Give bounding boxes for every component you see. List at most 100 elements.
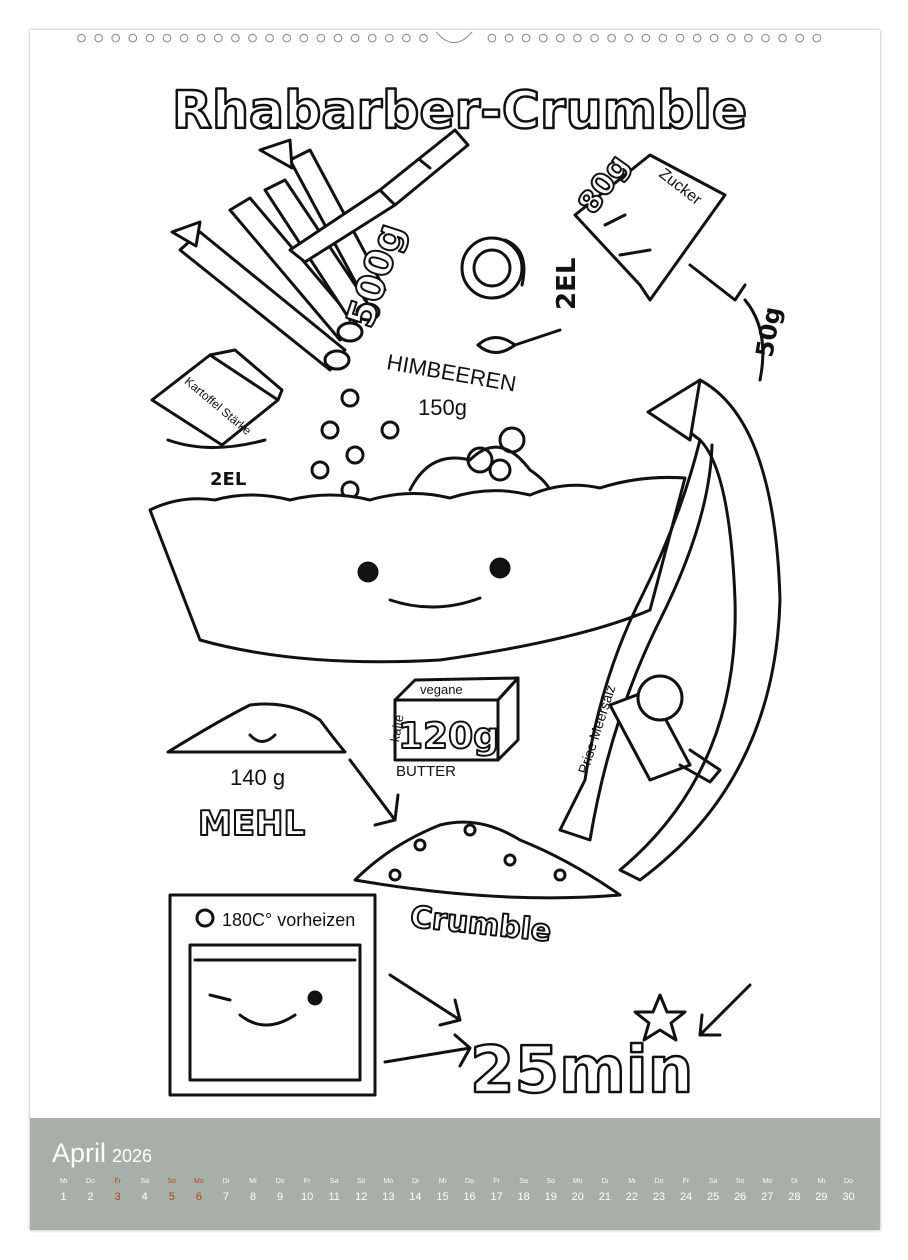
binding-hole bbox=[538, 33, 548, 43]
day-number: 2 bbox=[87, 1191, 94, 1203]
binding-hole bbox=[231, 33, 240, 43]
weekday-label: Di bbox=[412, 1178, 419, 1185]
weekday-label: Mi bbox=[628, 1178, 636, 1185]
binding-hole bbox=[726, 33, 736, 43]
weekday-label: Do bbox=[275, 1178, 285, 1185]
weekday-label: Do bbox=[465, 1178, 474, 1185]
binding-hole bbox=[316, 33, 326, 43]
weekday-label: Do bbox=[843, 1178, 853, 1185]
time-arrow-left bbox=[383, 1033, 472, 1068]
measuring-spoon bbox=[476, 328, 562, 354]
binding-hole bbox=[265, 33, 274, 43]
binding-hole bbox=[128, 33, 138, 43]
binding-hole bbox=[778, 33, 787, 43]
binding-hole bbox=[692, 33, 702, 43]
spiral-binding bbox=[77, 31, 822, 44]
crumble-label: Crumble bbox=[409, 900, 553, 950]
binding-hole bbox=[573, 33, 582, 43]
calendar-day: Di 7 bbox=[212, 1176, 239, 1206]
knife bbox=[288, 128, 470, 264]
weekday-label: Mi bbox=[249, 1178, 257, 1185]
sugar-bag bbox=[573, 153, 765, 382]
binding-hole bbox=[795, 33, 805, 43]
binding-hole bbox=[77, 33, 86, 43]
weekday-label: Di bbox=[222, 1178, 230, 1185]
weekday-label: Mi bbox=[438, 1178, 447, 1185]
day-number: 25 bbox=[707, 1191, 720, 1203]
binding-hole bbox=[521, 33, 531, 43]
weekday-label: Sa bbox=[708, 1178, 718, 1185]
binding-hole bbox=[145, 33, 155, 43]
weekday-label: Fr bbox=[682, 1178, 690, 1185]
day-number: 9 bbox=[277, 1191, 284, 1203]
day-number: 8 bbox=[249, 1191, 257, 1203]
day-number: 28 bbox=[788, 1191, 801, 1203]
day-number: 7 bbox=[222, 1191, 229, 1203]
recipe-illustration: Rhabarber-Crumble 500g bbox=[148, 80, 787, 1109]
weekday-label: Mo bbox=[572, 1178, 583, 1185]
lemon-half bbox=[460, 236, 526, 300]
starch-spoons: 2EL bbox=[210, 469, 246, 490]
calendar-day: Mo 20 bbox=[564, 1176, 591, 1206]
day-number: 23 bbox=[652, 1191, 666, 1203]
binding-hole bbox=[812, 33, 822, 43]
binding-hole bbox=[419, 33, 428, 43]
weekday-label: So bbox=[167, 1178, 177, 1185]
binding-hole bbox=[555, 33, 565, 43]
binding-hole bbox=[299, 33, 309, 43]
weekday-label: Mi bbox=[817, 1178, 826, 1185]
rhubarb-stalks bbox=[170, 138, 387, 372]
flour-amount: 140 g bbox=[230, 765, 285, 790]
raspberries-pile bbox=[408, 426, 552, 492]
weekday-label: Do bbox=[86, 1178, 96, 1185]
weekday-label: So bbox=[356, 1178, 366, 1185]
butter-block bbox=[393, 676, 520, 762]
binding-hole bbox=[504, 33, 514, 43]
binding-hole bbox=[761, 33, 770, 43]
calendar-day: Fr 17 bbox=[483, 1176, 510, 1206]
binding-hole bbox=[248, 33, 257, 43]
weekday-label: Mo bbox=[762, 1178, 773, 1185]
day-number: 4 bbox=[141, 1191, 148, 1203]
binding-hole bbox=[607, 33, 616, 43]
day-number: 18 bbox=[517, 1191, 530, 1203]
binding-hole bbox=[367, 33, 377, 43]
oven bbox=[168, 893, 377, 1097]
weekday-label: Fr bbox=[114, 1178, 121, 1185]
binding-hole bbox=[213, 33, 223, 43]
binding-hole bbox=[350, 33, 360, 43]
weekday-label: Sa bbox=[329, 1178, 339, 1185]
weekday-label: Mo bbox=[383, 1178, 394, 1185]
butter-side: kalte bbox=[387, 713, 407, 743]
crumble-pile bbox=[353, 820, 622, 900]
binding-hole bbox=[196, 33, 206, 43]
day-number: 17 bbox=[490, 1191, 503, 1203]
baking-dish bbox=[148, 475, 687, 664]
day-number: 1 bbox=[60, 1191, 67, 1203]
binding-hole bbox=[333, 33, 343, 43]
binding-hole bbox=[590, 33, 599, 43]
calendar-day: Do 2 bbox=[77, 1176, 104, 1206]
binding-hole bbox=[282, 33, 292, 43]
butter-amount: 120g bbox=[398, 716, 499, 757]
weekday-label: Fr bbox=[493, 1178, 500, 1185]
oven-label: 180C° vorheizen bbox=[222, 910, 355, 930]
day-number: 20 bbox=[571, 1191, 584, 1203]
time-arrow-right bbox=[698, 983, 752, 1037]
